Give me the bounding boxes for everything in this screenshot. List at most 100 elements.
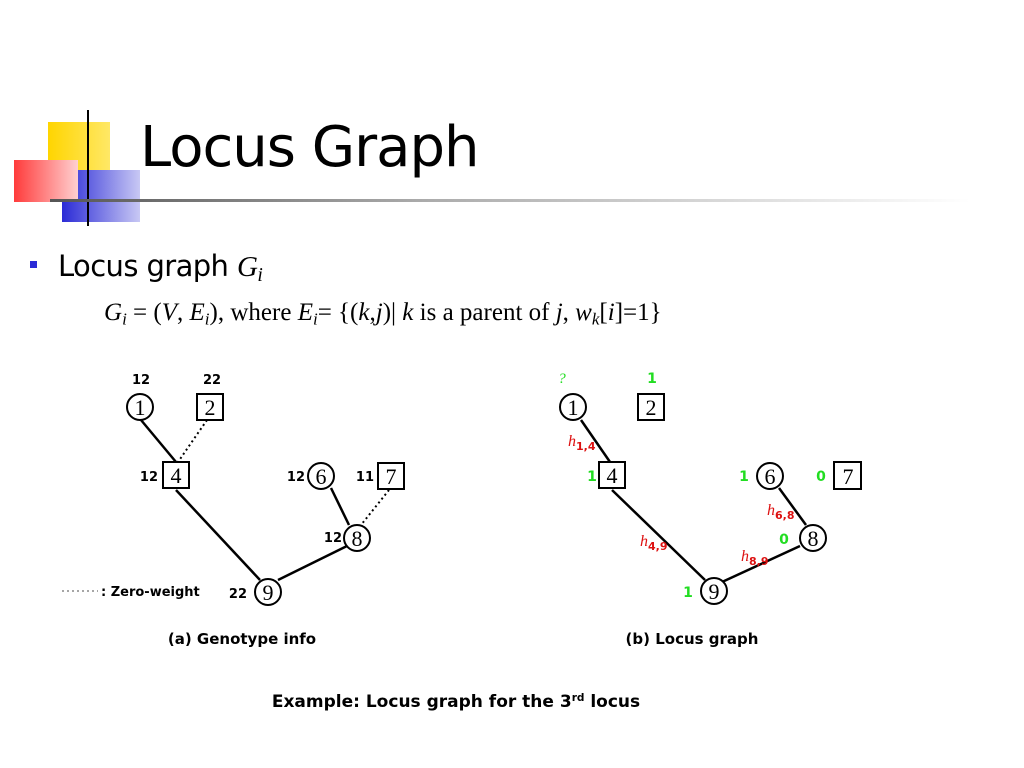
formula-part: E <box>297 299 313 326</box>
node-id: 9 <box>263 580 274 605</box>
node-id: 1 <box>135 395 146 420</box>
node-b-7: 7 0 <box>816 461 862 490</box>
edge-8-9 <box>277 544 348 582</box>
formula-part: = ( <box>126 299 162 326</box>
bullet-label: Locus graph <box>58 249 229 283</box>
node-value: 11 <box>356 470 374 485</box>
node-b-1: 1 ? <box>558 371 587 421</box>
edge-label-letter: h <box>640 533 648 550</box>
formula-part: )| <box>382 299 403 326</box>
formula-part: w <box>575 299 592 326</box>
node-square <box>598 461 626 489</box>
bullet-symbol: Gi <box>236 251 263 286</box>
edge-label-6-8: h6,8 <box>767 502 795 522</box>
edge-6-8 <box>329 487 351 526</box>
node-id: 4 <box>607 463 618 488</box>
edge-6-8 <box>777 487 808 526</box>
bullet-symbol-sub: i <box>257 263 263 286</box>
formula-part: j <box>555 299 563 326</box>
node-value: 1 <box>683 585 693 601</box>
node-circle <box>756 462 784 490</box>
formula-part: i <box>122 309 127 329</box>
formula-part: i <box>312 309 318 329</box>
legend-label: : Zero-weight <box>101 585 200 600</box>
footer-text: Example: Locus graph for the 3 <box>271 692 572 712</box>
node-circle <box>126 393 154 421</box>
formula-part: k <box>358 299 370 326</box>
logo-decoration <box>14 110 140 226</box>
formula-part: i <box>204 309 210 329</box>
node-id: 1 <box>568 395 579 420</box>
formula-part: [ <box>599 299 608 326</box>
node-square <box>162 461 190 489</box>
legend-zero-weight: : Zero-weight <box>62 585 200 600</box>
node-b-6: 6 1 <box>739 462 784 490</box>
formula-part: i <box>607 299 615 326</box>
edge-label-sub: 6,8 <box>775 509 795 522</box>
node-b-9: 9 1 <box>683 577 728 605</box>
node-circle <box>799 524 827 552</box>
formula-part: ), where <box>209 299 298 326</box>
node-value: 12 <box>287 470 305 485</box>
node-value: 12 <box>324 531 342 546</box>
edge-8-9 <box>721 544 801 584</box>
node-value: 22 <box>203 373 221 388</box>
node-id: 6 <box>316 464 327 489</box>
node-square <box>196 393 224 421</box>
node-circle <box>254 578 282 606</box>
node-a-2: 2 22 <box>196 373 224 421</box>
edge-label-letter: h <box>741 548 749 565</box>
bullet-symbol-letter: G <box>236 251 258 283</box>
edges-b <box>579 419 808 584</box>
edge-label-sub: 4,9 <box>648 540 668 553</box>
node-b-8: 8 0 <box>779 524 827 552</box>
node-a-1: 1 12 <box>126 373 154 421</box>
node-a-8: 8 12 <box>324 524 371 552</box>
caption-b: (b) Locus graph <box>626 630 759 648</box>
formula-part: = {( <box>317 299 359 326</box>
node-id: 9 <box>709 579 720 604</box>
edge-label-8-9: h8,9 <box>741 548 769 568</box>
node-value: 1 <box>587 469 597 485</box>
node-id: 2 <box>646 395 657 420</box>
node-id: 6 <box>765 464 776 489</box>
node-value: 1 <box>739 469 749 485</box>
node-a-4: 4 12 <box>140 461 190 489</box>
title-rule <box>50 199 970 202</box>
formula-part: j <box>375 299 383 326</box>
formula-part: , <box>562 299 576 326</box>
footer-tail: locus <box>584 692 641 712</box>
node-square <box>833 461 862 490</box>
edge-labels-b: h1,4 h4,9 h6,8 h8,9 <box>568 433 795 568</box>
definition-formula: Gi = (V, Ei), where Ei= {(k,j)| k is a p… <box>104 296 662 336</box>
slide-footer-caption: Example: Locus graph for the 3rd locus <box>0 692 912 712</box>
node-value: 12 <box>132 373 150 388</box>
edge-2-4 <box>177 419 208 463</box>
node-a-6: 6 12 <box>287 462 335 490</box>
edge-1-4 <box>140 419 177 463</box>
formula-part: , <box>369 299 376 326</box>
node-a-9: 9 22 <box>229 578 282 606</box>
node-circle <box>700 577 728 605</box>
formula-part: k <box>402 299 414 326</box>
edges-a <box>140 419 390 582</box>
slide-title: Locus Graph <box>140 115 480 180</box>
node-id: 2 <box>205 395 216 420</box>
edge-label-sub: 1,4 <box>576 440 596 453</box>
node-id: 7 <box>843 464 854 489</box>
node-circle <box>559 393 587 421</box>
node-circle <box>307 462 335 490</box>
node-value: 0 <box>779 532 789 548</box>
node-id: 4 <box>171 463 182 488</box>
node-value: 12 <box>140 470 158 485</box>
edge-label-letter: h <box>767 502 775 519</box>
edge-label-4-9: h4,9 <box>640 533 668 553</box>
node-id: 8 <box>352 526 363 551</box>
edge-label-1-4: h1,4 <box>568 433 596 453</box>
node-id: 7 <box>386 464 397 489</box>
node-value: ? <box>558 371 566 387</box>
node-value: 22 <box>229 587 247 602</box>
edge-label-letter: h <box>568 433 576 450</box>
node-b-4: 4 1 <box>587 461 626 489</box>
